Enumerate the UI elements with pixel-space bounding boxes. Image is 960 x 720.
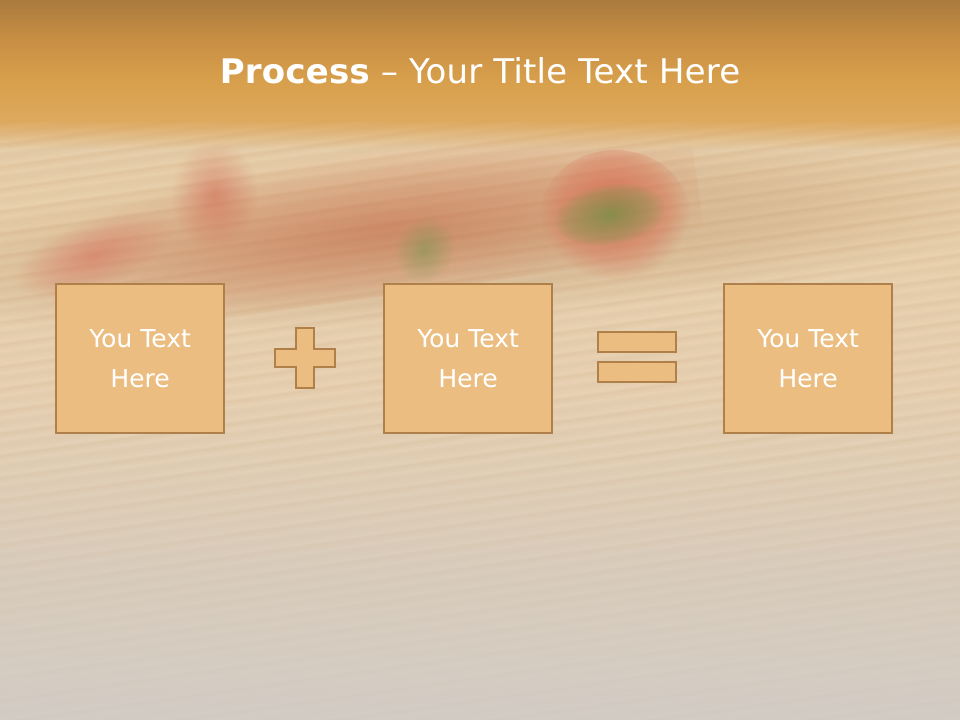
plus-icon[interactable] <box>274 327 336 389</box>
pepper-top-blur <box>170 140 260 250</box>
process-step-1-line-2: Here <box>110 363 170 393</box>
process-step-2-text: You Text Here <box>398 319 538 399</box>
slide-title-rest: – Your Title Text Here <box>369 52 741 92</box>
process-step-1-box[interactable]: You Text Here <box>55 283 225 434</box>
process-result-line-2: Here <box>778 363 838 393</box>
process-step-2-line-2: Here <box>438 363 498 393</box>
plus-icon-shape <box>274 327 336 389</box>
pepper-red-blur <box>540 150 690 280</box>
process-result-text: You Text Here <box>738 319 878 399</box>
process-result-box[interactable]: You Text Here <box>723 283 893 434</box>
process-step-2-box[interactable]: You Text Here <box>383 283 553 434</box>
title-bar <box>0 0 960 150</box>
equals-icon-bottom-bar <box>597 361 677 383</box>
equals-icon[interactable] <box>597 331 677 383</box>
slide-title-bold: Process <box>219 52 370 92</box>
pepper-stem-line-blur <box>383 205 467 295</box>
process-step-2-line-1: You Text <box>417 323 519 353</box>
process-step-1-line-1: You Text <box>89 323 191 353</box>
equals-icon-top-bar <box>597 331 677 353</box>
pepper-stem-blur <box>550 175 670 255</box>
process-step-1-text: You Text Here <box>70 319 210 399</box>
slide-title[interactable]: Process – Your Title Text Here <box>0 52 960 92</box>
process-result-line-1: You Text <box>757 323 859 353</box>
